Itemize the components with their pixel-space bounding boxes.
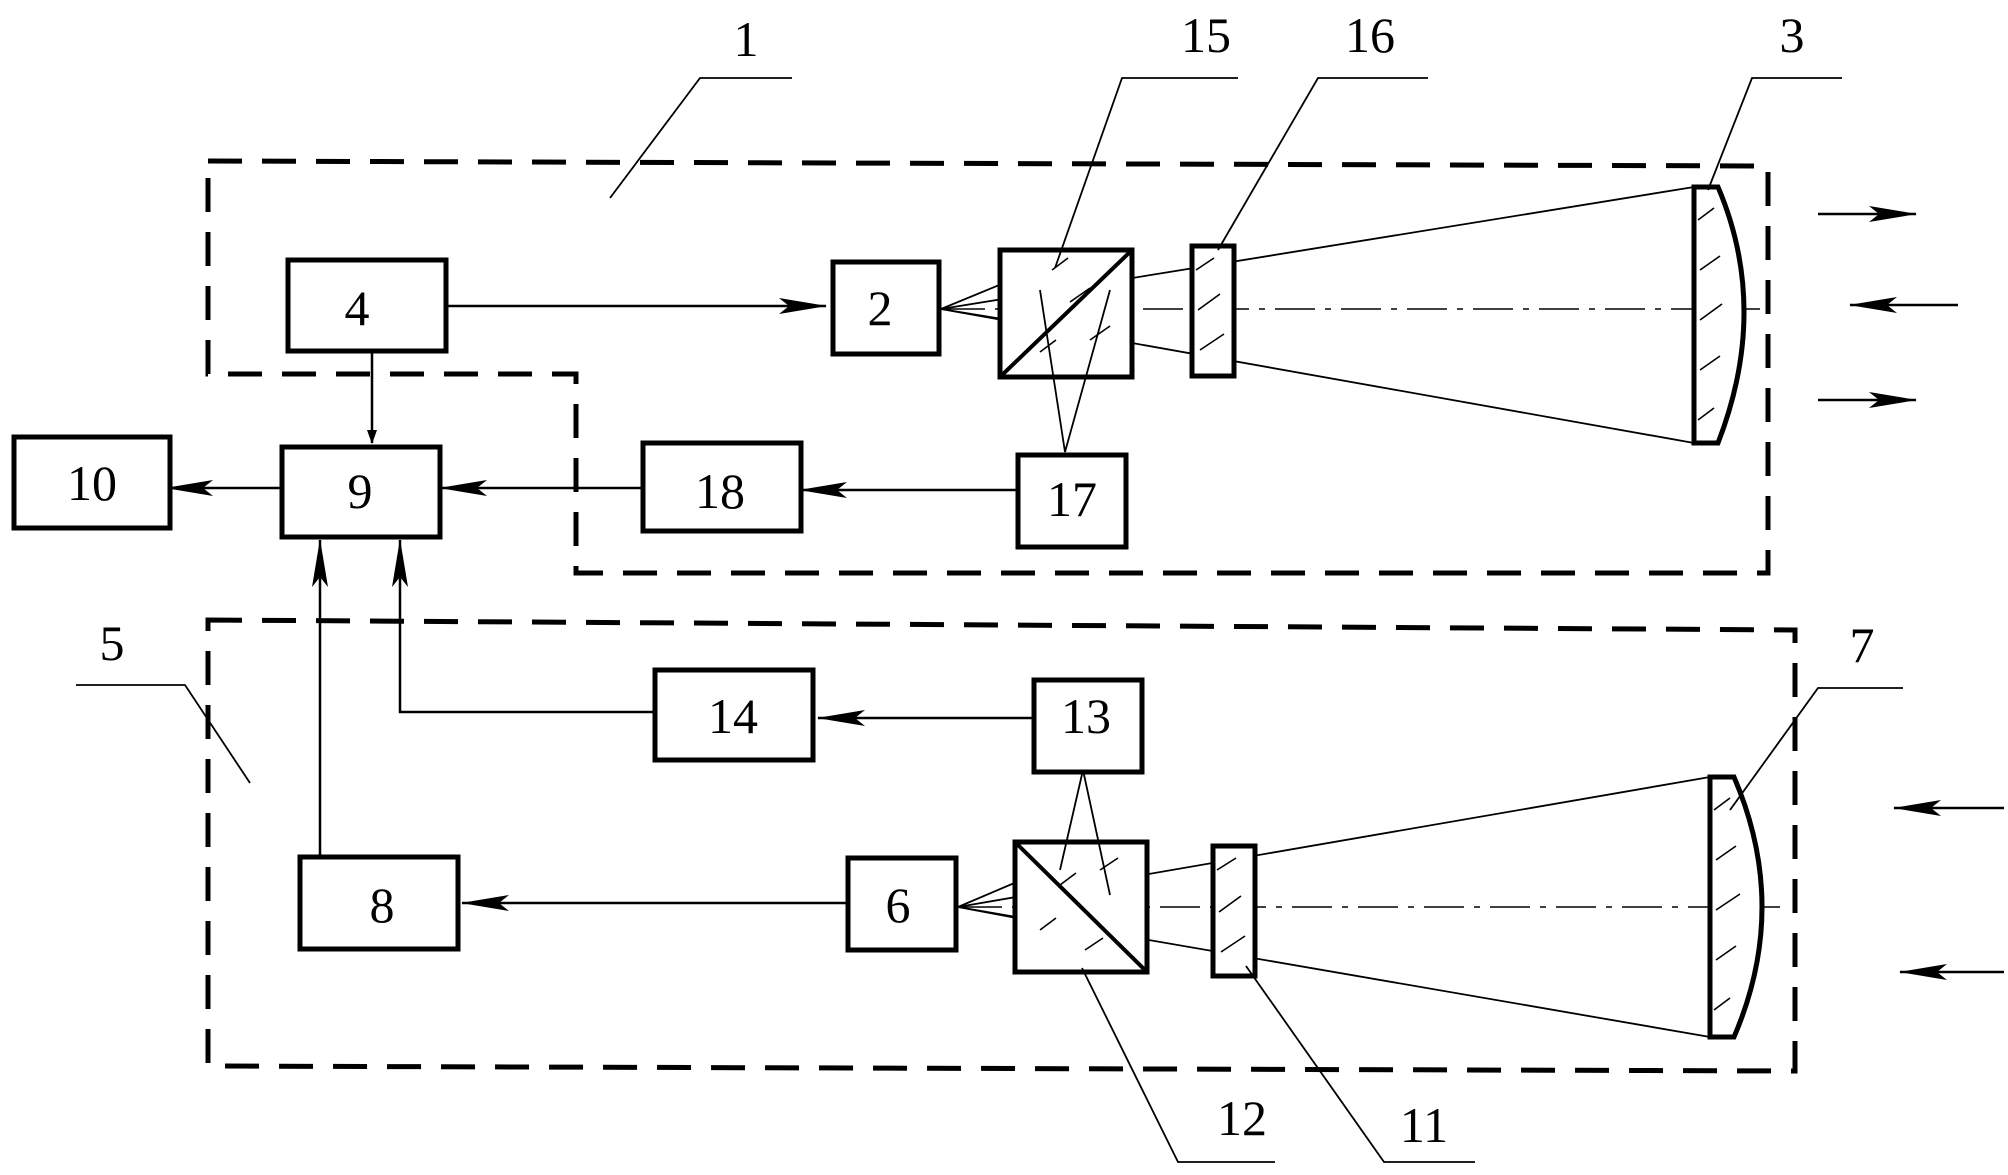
block-17: 17 — [1015, 452, 1129, 550]
label-1: 1 — [734, 11, 759, 67]
block-10-label: 10 — [67, 455, 117, 511]
block-13-label: 13 — [1061, 688, 1111, 744]
system-5-boundary — [205, 617, 1798, 1074]
block-9: 9 — [279, 444, 443, 540]
label-3: 3 — [1780, 7, 1805, 63]
mirror-7 — [1707, 774, 1765, 1040]
block-8-label: 8 — [370, 877, 395, 933]
label-16: 16 — [1345, 7, 1395, 63]
beam-splitter-12 — [1012, 839, 1150, 975]
leader-1 — [609, 77, 792, 199]
block-2-label: 2 — [868, 280, 893, 336]
lens-11 — [1210, 843, 1258, 979]
block-13: 13 — [1031, 677, 1145, 775]
block-8: 8 — [297, 854, 461, 952]
block-14: 14 — [652, 667, 816, 763]
beam-splitter-15 — [997, 247, 1135, 380]
lens-16 — [1189, 243, 1237, 379]
ray-15-to-17 — [1039, 289, 1111, 453]
lower-beam-cone — [957, 776, 1711, 1038]
block-18: 18 — [640, 440, 804, 534]
label-12: 12 — [1217, 1090, 1267, 1146]
block-4: 4 — [285, 257, 449, 354]
block-4-label: 4 — [345, 280, 370, 336]
block-6-label: 6 — [886, 877, 911, 933]
leader-11 — [1245, 965, 1475, 1163]
upper-beam-cone — [940, 186, 1695, 444]
leader-3 — [1707, 77, 1842, 191]
leader-12 — [1081, 967, 1275, 1163]
label-11: 11 — [1400, 1097, 1448, 1153]
block-10: 10 — [11, 434, 173, 531]
signal-14-to-9 — [392, 539, 655, 714]
block-2: 2 — [830, 259, 942, 357]
leader-7 — [1729, 687, 1903, 811]
block-9-label: 9 — [348, 463, 373, 519]
leader-15 — [1054, 77, 1238, 269]
label-7: 7 — [1850, 617, 1875, 673]
leader-5 — [76, 684, 251, 784]
block-6: 6 — [845, 855, 959, 953]
block-14-label: 14 — [708, 688, 758, 744]
label-15: 15 — [1181, 7, 1231, 63]
label-5: 5 — [100, 615, 125, 671]
block-18-label: 18 — [695, 463, 745, 519]
block-17-label: 17 — [1047, 471, 1097, 527]
leader-16 — [1217, 77, 1428, 251]
mirror-3 — [1691, 184, 1747, 446]
system-1-boundary — [205, 158, 1771, 576]
